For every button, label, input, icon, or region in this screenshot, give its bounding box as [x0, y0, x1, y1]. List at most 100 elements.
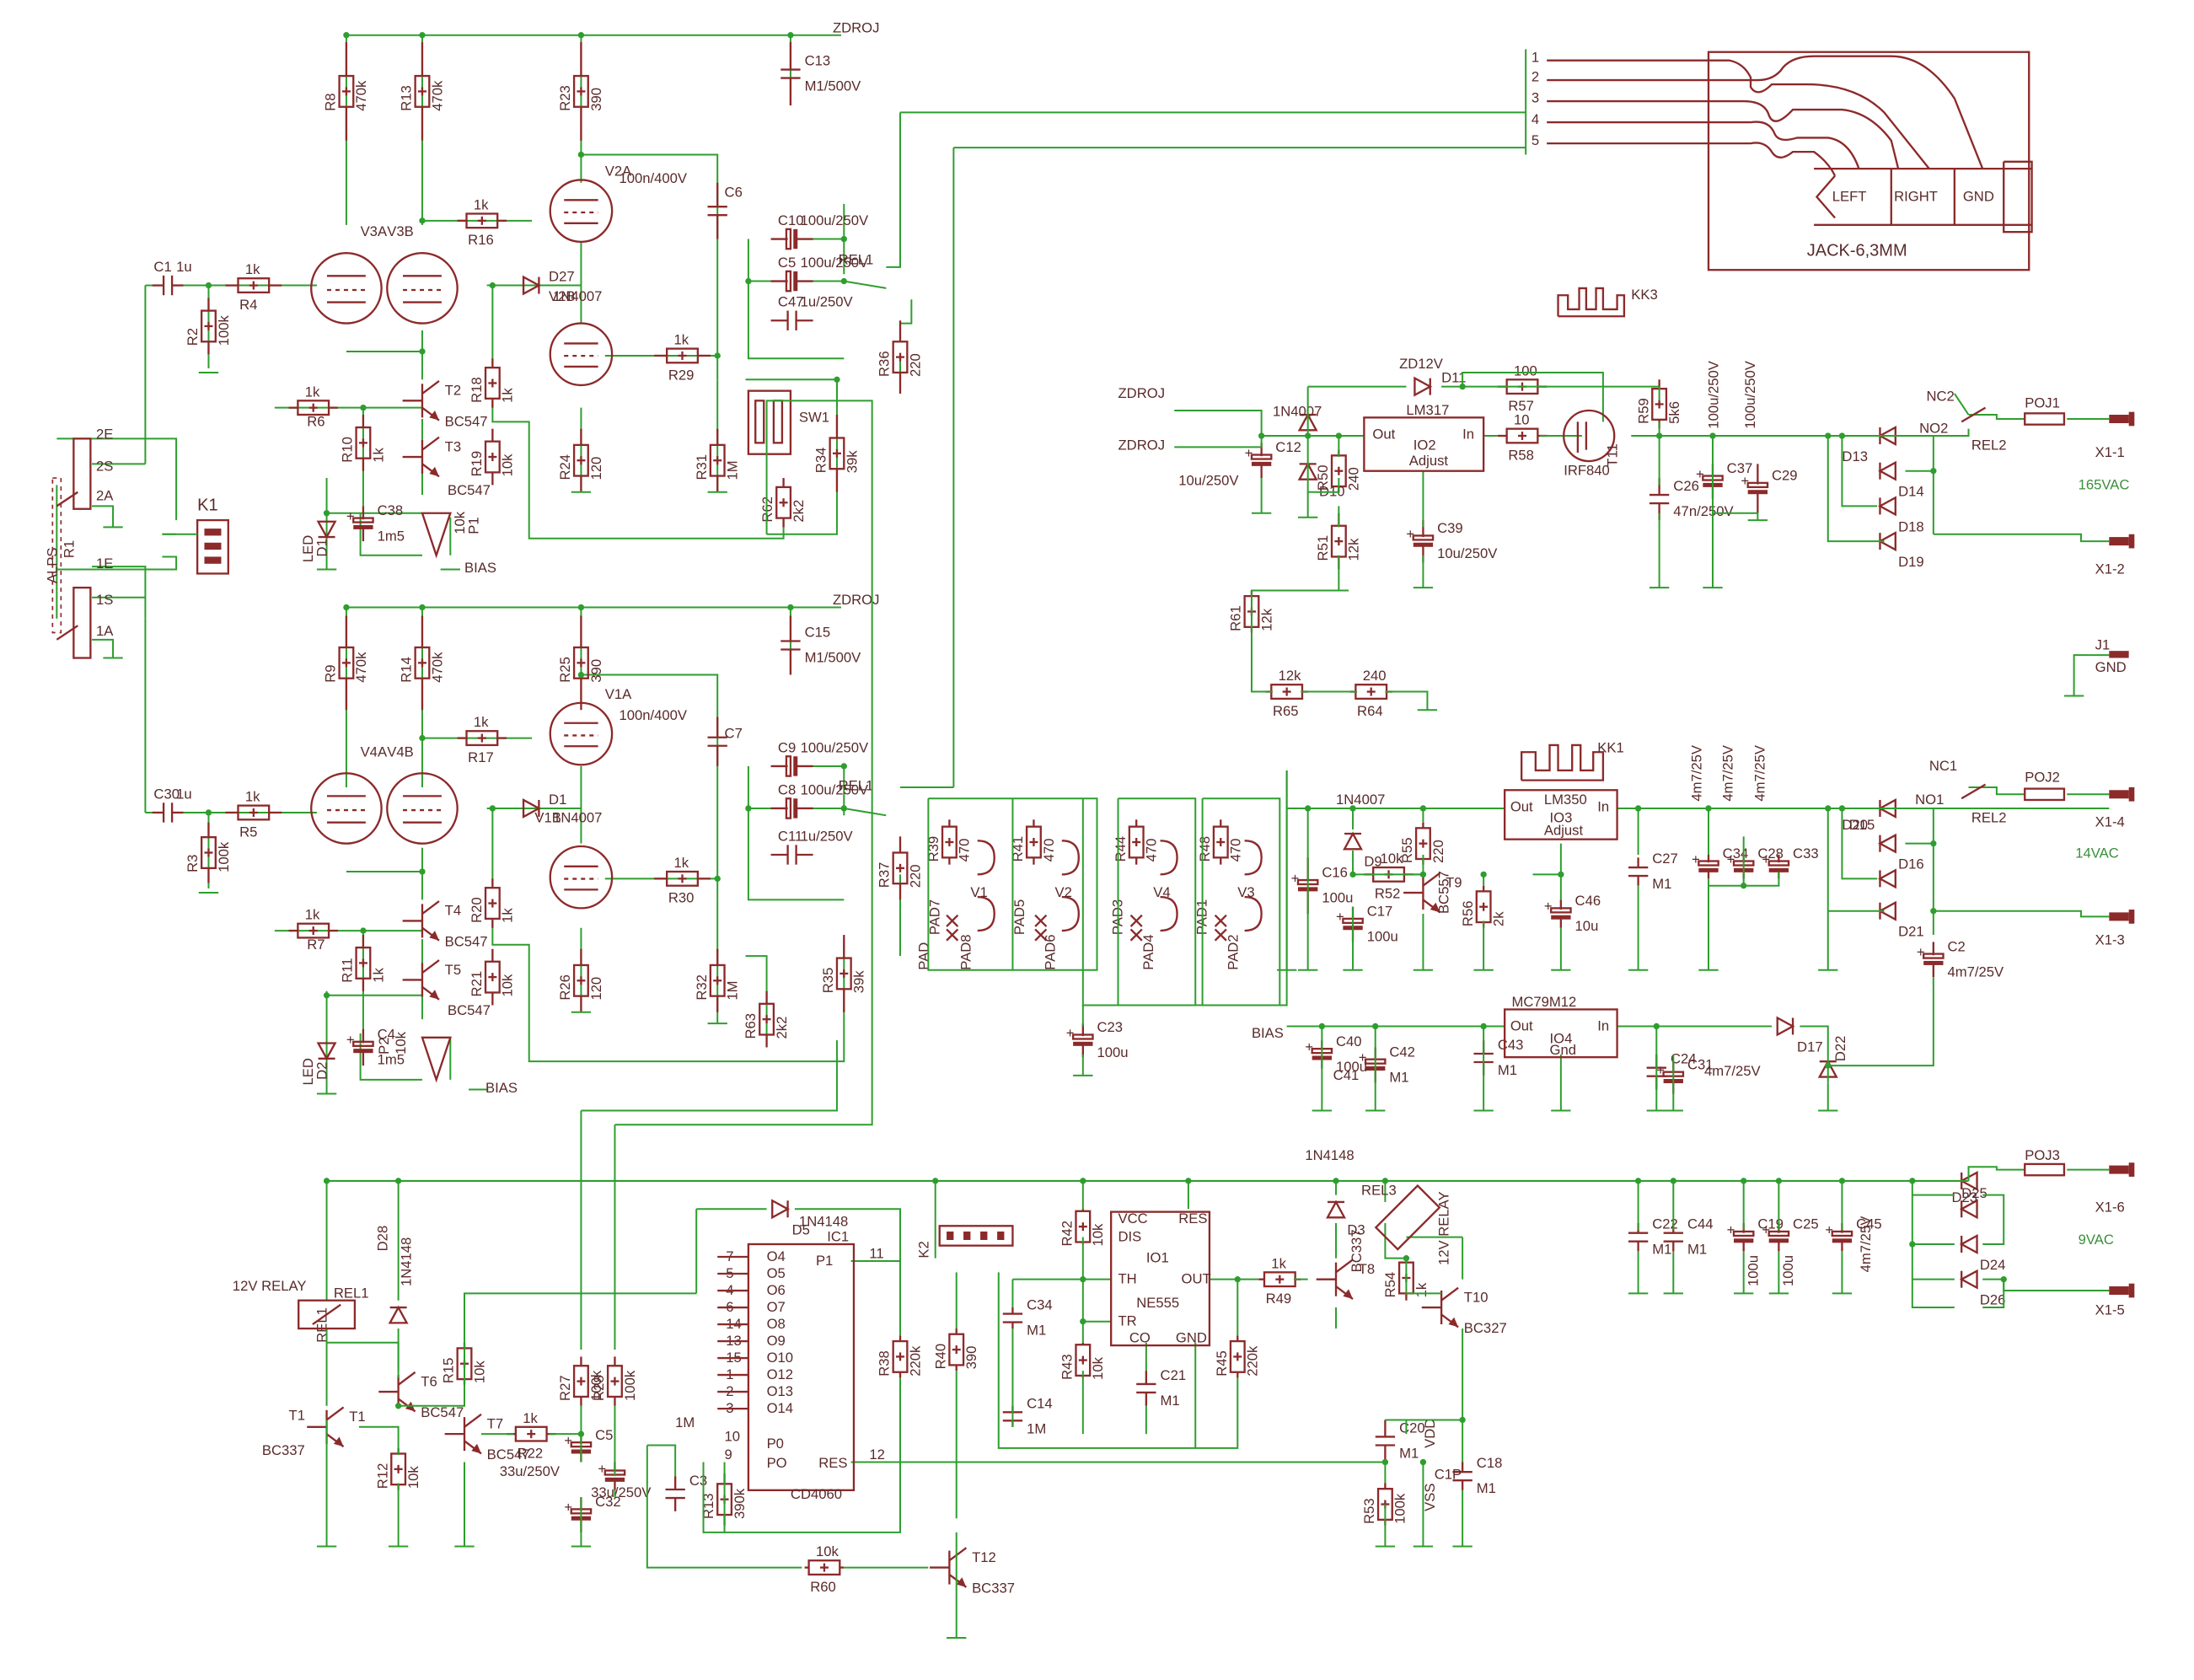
- r57-val-text: 100: [1514, 362, 1537, 378]
- r28-resistor: [606, 1356, 623, 1406]
- r30-text: R30: [668, 890, 695, 906]
- ic1-pin-label: O4: [767, 1248, 786, 1264]
- r37-resistor: [892, 836, 909, 900]
- c16-val-text: 100u: [1322, 890, 1353, 906]
- v3-heater: [1244, 840, 1263, 932]
- r16-val-text: 1k: [474, 196, 489, 212]
- ic1-pin-label: O7: [767, 1299, 786, 1315]
- lm350-label: LM350: [1544, 792, 1587, 808]
- svg-text:+: +: [1727, 1221, 1735, 1237]
- kk3-label: KK3: [1631, 287, 1657, 303]
- r11-resistor: [355, 935, 372, 991]
- v1-heater: [977, 840, 995, 932]
- c28-text: C28: [1757, 845, 1784, 861]
- r11-text: R11: [340, 958, 356, 982]
- c22-text: C22: [1652, 1216, 1678, 1232]
- v4a-text: V4A: [361, 743, 388, 759]
- r22-resistor: [507, 1425, 556, 1442]
- r2-resistor: [200, 298, 217, 355]
- c30-text: C30: [153, 786, 180, 802]
- r48-resistor: [1212, 819, 1229, 865]
- pad6-x: [1034, 928, 1048, 942]
- j1-gnd-label: GND: [2095, 659, 2127, 675]
- c39-val-text: 10u/250V: [1437, 545, 1498, 561]
- c13-text: C13: [805, 53, 831, 69]
- d5-val-text: 1N4148: [799, 1213, 848, 1229]
- svg-text:+: +: [1544, 899, 1553, 915]
- c1-val-text: 1u: [176, 259, 192, 275]
- r64-val-text: 240: [1363, 668, 1387, 684]
- r20-val-text: 1k: [500, 908, 516, 923]
- r49-val-text: 1k: [1271, 1255, 1286, 1271]
- x1-terminal: [2109, 1286, 2129, 1296]
- r65-val-text: 12k: [1279, 668, 1302, 684]
- r19-resistor: [484, 428, 501, 486]
- r45-val-text: 220k: [1245, 1345, 1261, 1377]
- r17-text: R17: [468, 749, 494, 765]
- d25-text: D25: [1961, 1185, 1987, 1201]
- r1-label: R1: [61, 540, 77, 558]
- rel3-label: REL3: [1361, 1183, 1397, 1199]
- c13-capacitor: [781, 42, 801, 106]
- p2-text: P2: [376, 1037, 392, 1054]
- r39-text: R39: [925, 836, 941, 862]
- pad7-text: PAD7: [927, 899, 943, 935]
- r16-resistor: [457, 212, 507, 229]
- c6-text: C6: [725, 184, 743, 200]
- v2-heater: [1061, 840, 1080, 932]
- x1-terminal: [2109, 1165, 2129, 1174]
- r32-resistor: [709, 948, 726, 1012]
- r41-text: R41: [1010, 836, 1026, 862]
- r37-text: R37: [877, 862, 893, 888]
- ic-pin-11: 11: [869, 1246, 883, 1262]
- r32-text: R32: [694, 974, 710, 1001]
- c30-capacitor: [152, 802, 184, 823]
- r6-val-text: 1k: [305, 384, 320, 400]
- x1-6-label: X1-6: [2095, 1200, 2125, 1216]
- d26-diode: [1959, 1269, 1978, 1290]
- c8-capacitor: [770, 797, 813, 819]
- r8-text: R8: [323, 93, 339, 110]
- t12-text: T12: [972, 1549, 996, 1565]
- rel2-a-label: REL2: [1971, 437, 2007, 454]
- t12-val-text: BC337: [972, 1581, 1015, 1597]
- c40-capacitor: +: [1305, 1039, 1333, 1069]
- r63-resistor: [759, 990, 775, 1048]
- r36-resistor: [892, 320, 909, 394]
- io3-label: IO3: [1550, 810, 1573, 826]
- neg-supply: MC79M12 IO4 Out In Gnd: [1286, 994, 1829, 1111]
- r4-resistor: [225, 277, 282, 294]
- pad-word-text: PAD: [915, 942, 931, 970]
- t7-val-text: BC547: [487, 1447, 530, 1463]
- c4-text: C4: [378, 1026, 395, 1042]
- r23-val-text: 390: [588, 88, 604, 111]
- nc2-label: NC2: [1926, 388, 1954, 404]
- c27-val-text: M1: [1652, 876, 1671, 892]
- r61-val-text: 12k: [1258, 608, 1274, 631]
- components: +++++++++++++++++++++++: [103, 32, 2135, 1639]
- d28-diode: [388, 1305, 409, 1324]
- p2-val-text: 10k: [393, 1031, 409, 1055]
- c39-text: C39: [1437, 520, 1463, 536]
- r51-val-text: 12k: [1346, 538, 1362, 561]
- r40-text: R40: [932, 1344, 948, 1370]
- c46-val-text: 10u: [1575, 918, 1599, 934]
- svg-text:+: +: [1917, 944, 1925, 960]
- ne555-tr: TR: [1118, 1313, 1137, 1329]
- t4-val-text: BC547: [445, 933, 488, 949]
- d28-val-text: 1N4148: [399, 1237, 415, 1286]
- ic-p1: P1: [816, 1253, 833, 1269]
- r22-text: R22: [518, 1445, 544, 1461]
- ne555-th: TH: [1118, 1271, 1137, 1287]
- c19-text: C19: [1757, 1216, 1784, 1232]
- r63-val-text: 2k2: [774, 1017, 790, 1039]
- c34-text: C34: [1027, 1297, 1053, 1313]
- r32-val-text: 1M: [725, 980, 741, 1000]
- v3a-tube: [310, 252, 383, 325]
- lm317-adjust: Adjust: [1409, 453, 1449, 469]
- r45-resistor: [1229, 1335, 1246, 1378]
- svg-text:+: +: [1305, 1039, 1313, 1055]
- c13-val-text: M1/500V: [805, 78, 862, 94]
- vss-text: VSS: [1422, 1484, 1438, 1511]
- c38-val-text: 1m5: [378, 528, 405, 544]
